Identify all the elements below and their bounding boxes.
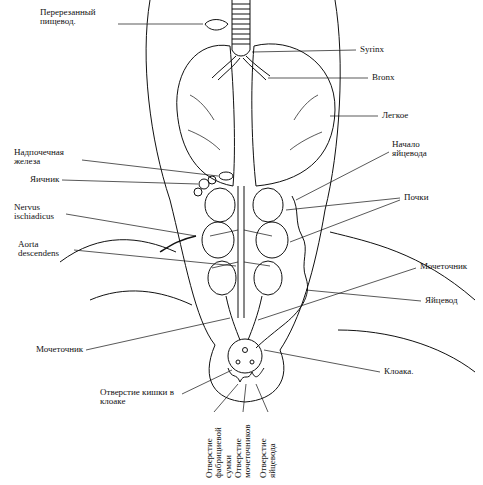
opening-label: Отверстие яйцевода (259, 414, 278, 478)
part-label: Syrinx (360, 45, 384, 54)
opening-label: Отверстие мочеточников (234, 414, 253, 478)
opening-label: Отверстие фабрициевой сумки (205, 414, 233, 478)
part-label: Отверстие кишки в клоаке (100, 388, 182, 407)
part-label: Мочеточник (36, 345, 83, 354)
part-label: Bronx (372, 73, 395, 82)
part-label: Надпочечная железа (14, 148, 82, 167)
part-label: Яичник (30, 175, 59, 184)
part-label: Яйцевод (425, 296, 458, 305)
part-label: Aorta descendens (18, 240, 74, 259)
part-label: Клоака. (384, 367, 413, 376)
part-label: Начало яйцевода (392, 140, 454, 159)
part-label: Nervus ischiadicus (14, 203, 66, 222)
part-label: Легкое (382, 111, 408, 120)
part-label: Перерезанный пищевод. (40, 8, 118, 27)
part-label: Почки (404, 193, 428, 202)
part-label: Мочеточник (420, 262, 467, 271)
